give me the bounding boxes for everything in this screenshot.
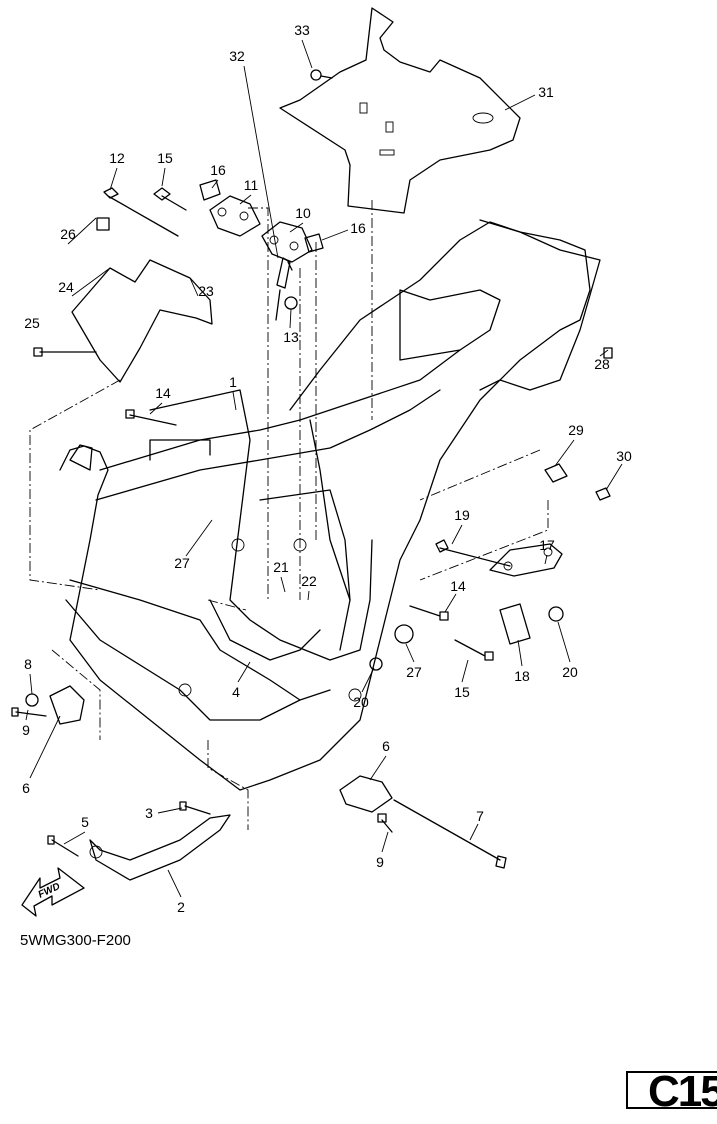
section-badge: C15: [626, 1071, 717, 1109]
callout-18: 18: [514, 668, 530, 684]
callout-33: 33: [294, 22, 310, 38]
callout-32: 32: [229, 48, 245, 64]
cover-plate-part: [279, 7, 521, 214]
reference-lines: [29, 200, 549, 830]
callout-16b: 16: [350, 220, 366, 236]
callout-15b: 15: [454, 684, 470, 700]
callout-20b: 20: [562, 664, 578, 680]
upper-parts: [33, 179, 324, 426]
screw-33: [310, 69, 333, 81]
callout-1: 1: [229, 374, 237, 390]
callout-17: 17: [539, 537, 555, 553]
callout-3: 3: [145, 805, 153, 821]
diagram-code: 5WMG300-F200: [20, 932, 131, 949]
callout-14b: 14: [450, 578, 466, 594]
callout-10: 10: [295, 205, 311, 221]
callout-6: 6: [22, 780, 30, 796]
callout-8: 8: [24, 656, 32, 672]
callout-6b: 6: [382, 738, 390, 754]
callout-7: 7: [476, 808, 484, 824]
callout-30: 30: [616, 448, 632, 464]
leader-lines: [25, 39, 623, 898]
callout-20: 20: [353, 694, 369, 710]
callout-28: 28: [594, 356, 610, 372]
callout-31: 31: [538, 84, 554, 100]
callout-12: 12: [109, 150, 125, 166]
callout-24: 24: [58, 279, 74, 295]
rear-parts: [339, 347, 613, 869]
callout-16: 16: [210, 162, 226, 178]
callout-27: 27: [174, 555, 190, 571]
callout-5: 5: [81, 814, 89, 830]
callout-21: 21: [273, 559, 289, 575]
callout-26: 26: [60, 226, 76, 242]
callout-9: 9: [22, 722, 30, 738]
lower-parts: [11, 685, 231, 917]
callout-4: 4: [232, 684, 240, 700]
callout-2: 2: [177, 899, 185, 915]
callout-14: 14: [155, 385, 171, 401]
callout-13: 13: [283, 329, 299, 345]
callout-23: 23: [198, 283, 214, 299]
bolt-32: [275, 257, 293, 321]
callout-27b: 27: [406, 664, 422, 680]
main-frame-part: [59, 219, 601, 791]
section-label: C15: [648, 1071, 717, 1109]
callout-25: 25: [24, 315, 40, 331]
callout-15: 15: [157, 150, 173, 166]
callout-22: 22: [301, 573, 317, 589]
callout-29: 29: [568, 422, 584, 438]
callout-9b: 9: [376, 854, 384, 870]
fwd-arrow-icon: [21, 867, 85, 917]
callout-labels: 33 32 31 12 15 16 11 10 16 26 24 23 25 1…: [22, 22, 632, 915]
callout-19: 19: [454, 507, 470, 523]
callout-11: 11: [244, 177, 259, 193]
